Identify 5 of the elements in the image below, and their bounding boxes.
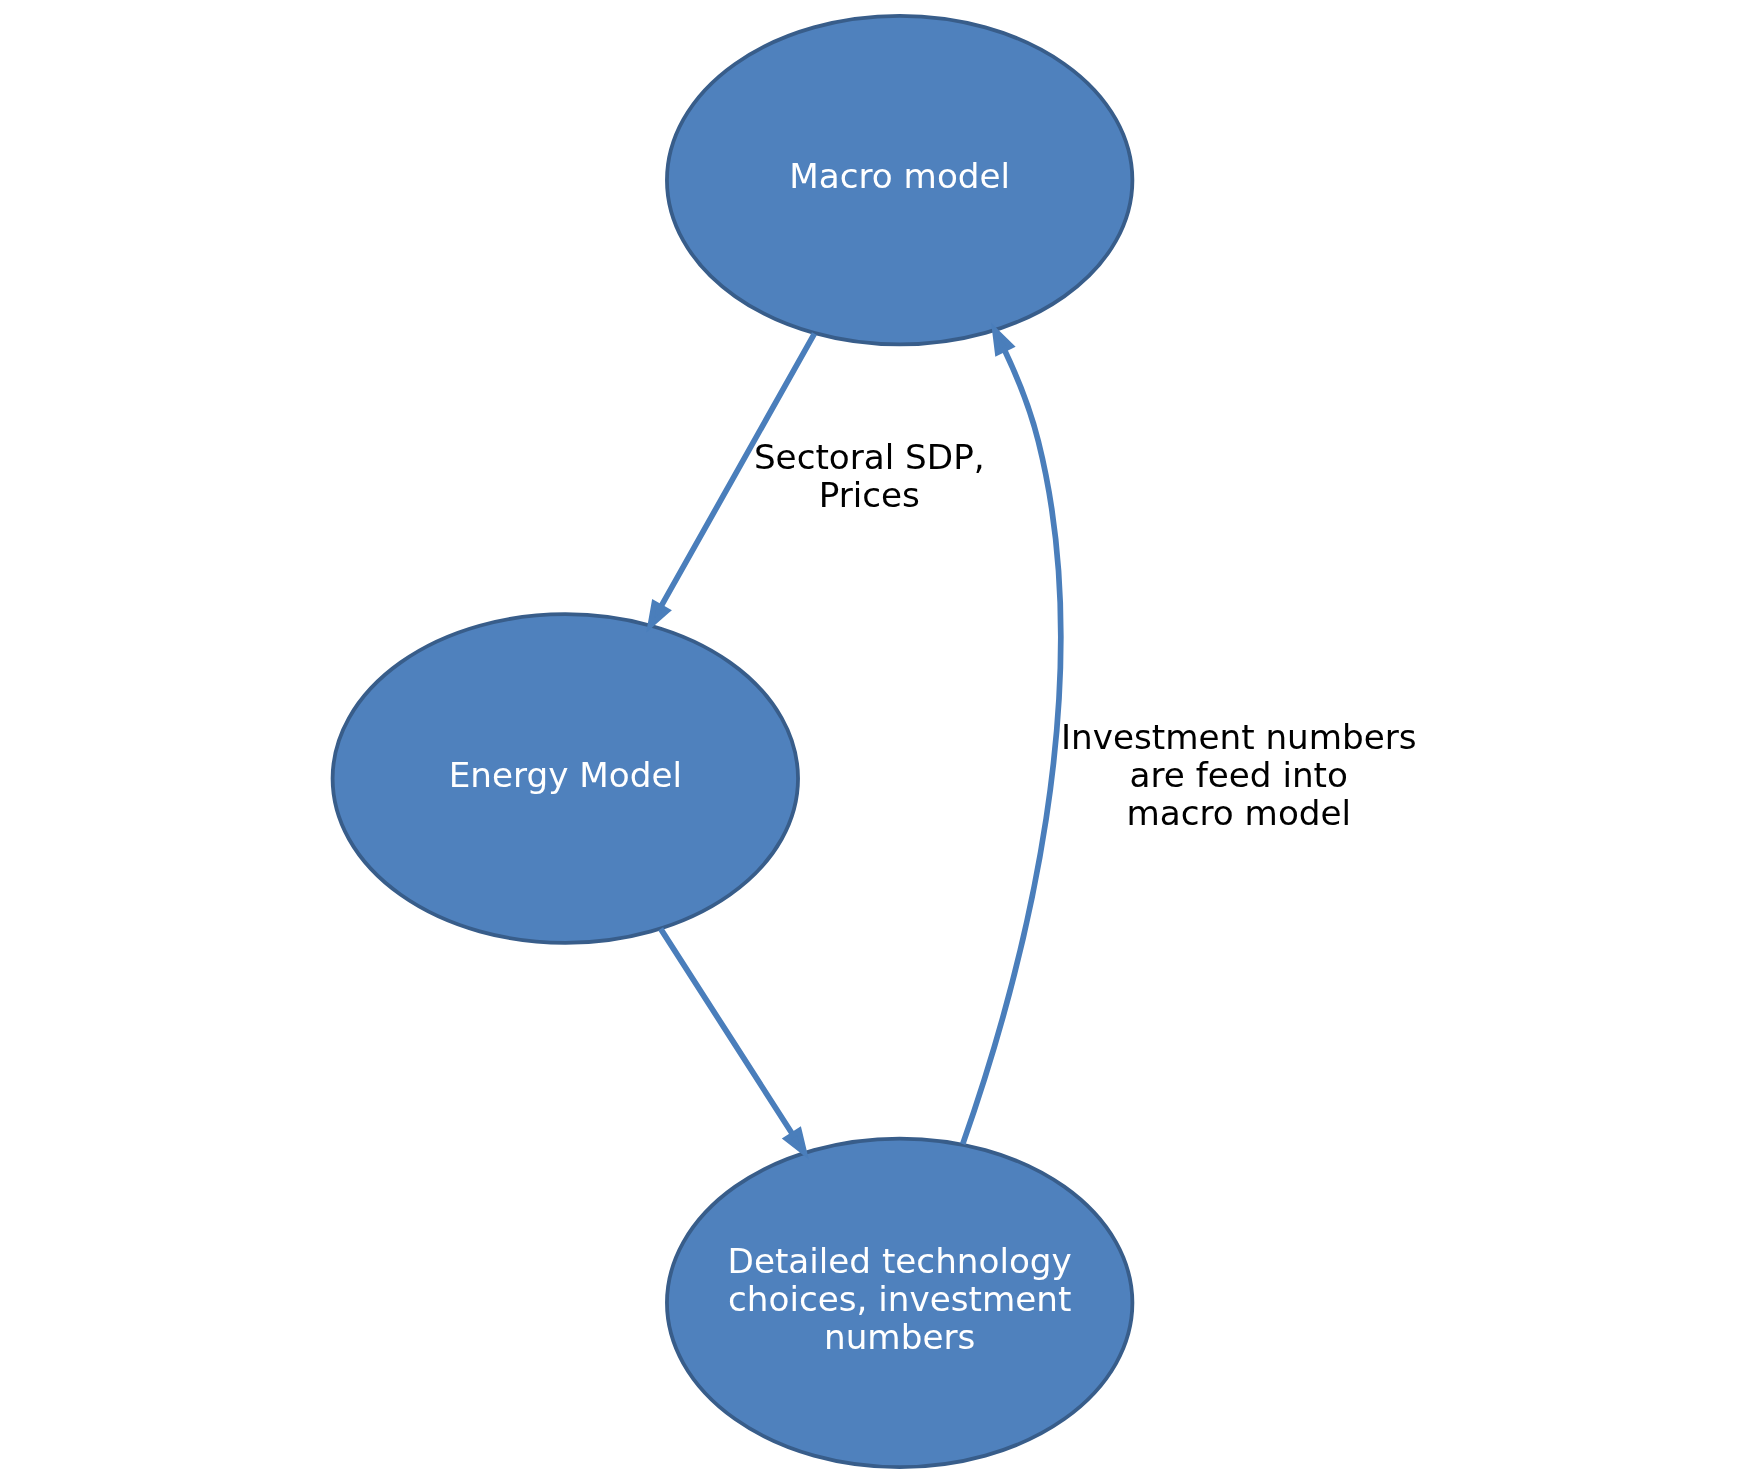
node-ellipse: Macro model: [664, 13, 1134, 347]
edge-label: Investment numbers are feed into macro model: [1060, 716, 1417, 833]
node-ellipse: Detailed technology choices, investment numbers: [664, 1136, 1134, 1470]
node-ellipse: Energy Model: [330, 612, 800, 945]
edge-label: Sectoral SDP, Prices: [753, 436, 985, 515]
